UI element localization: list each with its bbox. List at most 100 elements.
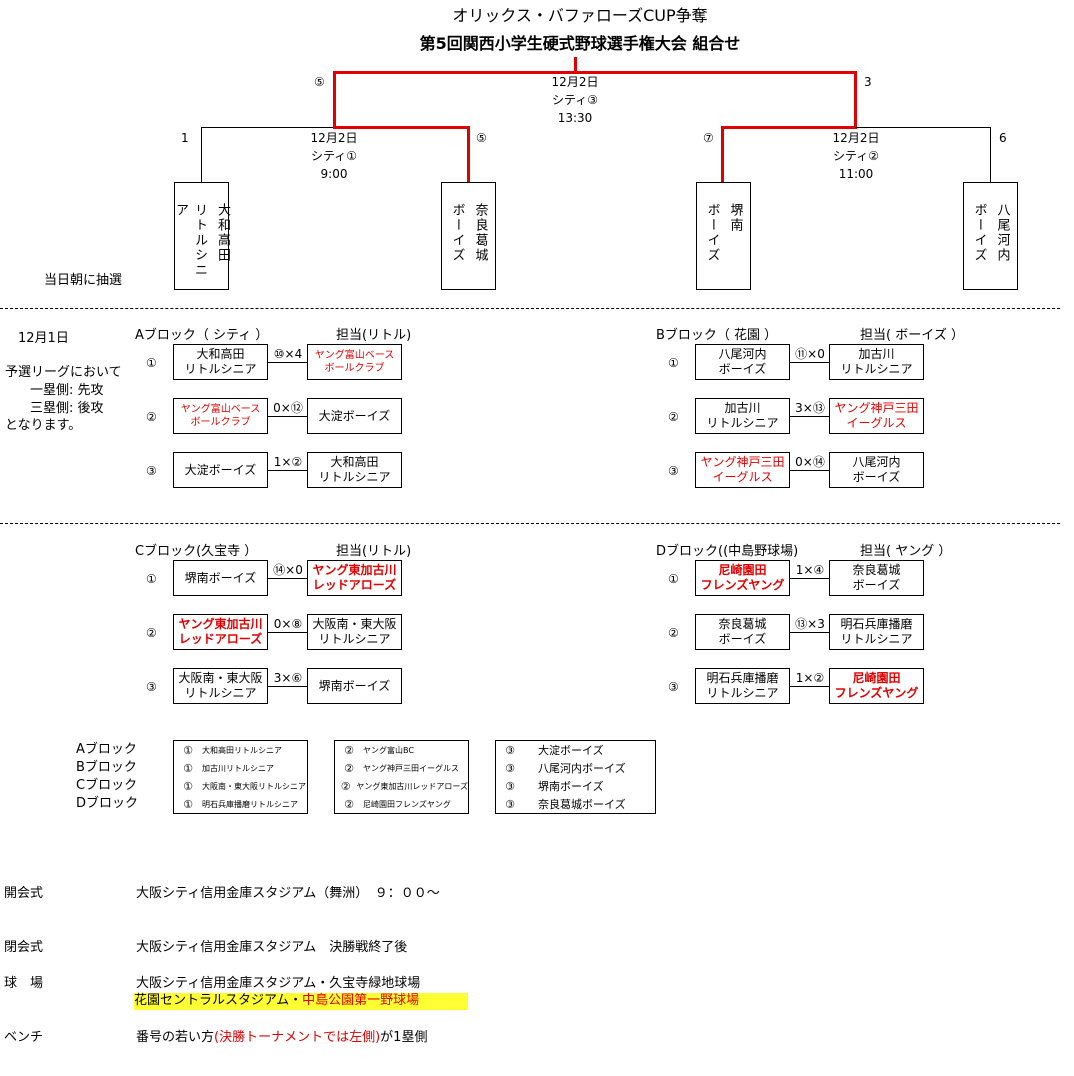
score-line [268, 686, 308, 687]
bracket-team-1: 大和高田 リトルシニア [173, 182, 230, 290]
team-line1: ヤング富山ベース [314, 350, 395, 361]
summary-row: ② 尼崎園田フレンズヤング [335, 795, 468, 813]
block-a-duty: 担当(リトル) [336, 328, 412, 343]
semi-right-date: 12月2日 [832, 131, 880, 145]
team-line1: 明石兵庫播磨 [840, 617, 913, 631]
team-line1: 大和高田 [196, 347, 245, 361]
semi-right-venue: シティ② [832, 149, 880, 163]
block-a-game3-score: 1×② [273, 455, 303, 469]
block-b-duty: 担当( ボーイズ ） [860, 328, 964, 343]
block-b-game3-left: ヤング神戸三田イーグルス [695, 452, 790, 488]
block-d-game1-left: 尼崎園田フレンズヤング [695, 560, 790, 596]
team-line2: イーグルス [846, 416, 907, 430]
row-team: 堺南ボーイズ [538, 780, 604, 793]
block-b-game1-num: ① [668, 356, 679, 370]
summary-label-b: Bブロック [76, 760, 137, 775]
block-a-game1-right: ヤング富山ベースボールクラブ [307, 344, 402, 380]
block-b-game1-left: 八尾河内ボーイズ [695, 344, 790, 380]
row-num: ③ [505, 779, 515, 793]
team-line2: リトルシニア [318, 632, 391, 646]
block-d-game2-score: ⑬×3 [795, 617, 825, 631]
score-line [268, 416, 308, 417]
bracket-team-1-col1: 大和高田 [215, 203, 230, 263]
row-team: 明石兵庫播磨リトルシニア [202, 799, 298, 809]
row-num: ② [344, 797, 354, 811]
block-d-game3-score: 1×② [795, 671, 825, 685]
team-line1: 堺南ボーイズ [184, 570, 257, 585]
row-num: ① [183, 743, 193, 757]
block-d-duty: 担当( ヤング ） [860, 544, 952, 559]
block-d-game2-right: 明石兵庫播磨リトルシニア [829, 614, 924, 650]
team-line1: ヤング東加古川 [312, 563, 397, 577]
row-team: ヤング東加古川レッドアローズ [356, 781, 468, 791]
block-c-game1-num: ① [146, 572, 157, 586]
block-a-game1-left: 大和高田リトルシニア [173, 344, 268, 380]
block-b-game2-left: 加古川リトルシニア [695, 398, 790, 434]
block-a-game1-score: ⑩×4 [273, 347, 303, 361]
summary-row: ① 明石兵庫播磨リトルシニア [174, 795, 307, 813]
block-b-game1-right: 加古川リトルシニア [829, 344, 924, 380]
row-team: 大淀ボーイズ [538, 744, 604, 757]
score-line [790, 578, 830, 579]
block-c-game1-score: ⑭×0 [273, 563, 303, 577]
block-d-game2-num: ② [668, 626, 679, 640]
bracket-team-3-col1: 堺南 [727, 203, 743, 233]
team-line2: ボーイズ [852, 578, 901, 592]
bench-label: ベンチ [4, 1030, 44, 1045]
semi-right-drop-r [990, 127, 991, 182]
block-c-game2-score: 0×⑧ [273, 617, 303, 631]
bench-value: 番号の若い方(決勝トーナメントでは左側)が1塁側 [136, 1030, 427, 1046]
closing-label: 閉会式 [4, 940, 44, 955]
bench-value-c: が1塁側 [380, 1030, 428, 1045]
block-a-game2-left: ヤング富山ベースボールクラブ [173, 398, 268, 434]
team-line2: ボーイズ [718, 632, 767, 646]
block-c-game2-right: 大阪南・東大阪リトルシニア [307, 614, 402, 650]
block-b-game3-right: 八尾河内ボーイズ [829, 452, 924, 488]
team-line1: 大淀ボーイズ [184, 462, 257, 477]
score-line [268, 362, 308, 363]
block-a-game2-num: ② [146, 410, 157, 424]
row-num: ③ [505, 743, 515, 757]
team-line2: レッドアローズ [178, 632, 263, 646]
semi-left-drop-r [467, 126, 470, 182]
block-d-game1-score: 1×④ [795, 563, 825, 577]
separator-1 [0, 308, 1060, 309]
block-b-game3-score: 0×⑭ [795, 455, 825, 469]
team-line2: フレンズヤング [700, 578, 785, 592]
block-c-game3-num: ③ [146, 680, 157, 694]
row-team: 大和高田リトルシニア [202, 745, 282, 755]
semi-left-date: 12月2日 [310, 131, 358, 145]
row-team: 尼崎園田フレンズヤング [363, 799, 451, 809]
score-line [790, 362, 830, 363]
team-line2: ボーイズ [852, 470, 901, 484]
block-c-game1-left: 堺南ボーイズ [173, 560, 268, 596]
bracket-team-2: 奈良葛城 ボーイズ [441, 182, 496, 290]
block-c-duty: 担当(リトル) [336, 544, 412, 559]
field-value2b: 中島公園第一野球場 [302, 993, 420, 1008]
block-c-game3-right: 堺南ボーイズ [307, 668, 402, 704]
row-team: 加古川リトルシニア [202, 763, 274, 773]
row-team: ヤング富山BC [363, 745, 414, 755]
row-num: ① [183, 797, 193, 811]
bracket-team-3-col2: ボーイズ [704, 203, 720, 263]
bracket-team-4-col2: ボーイズ [971, 203, 987, 263]
title-line2: 第5回関西小学生硬式野球選手権大会 組合せ [419, 34, 741, 53]
bracket-team-1-col2: リトルシニア [173, 203, 207, 278]
block-d-game1-right: 奈良葛城ボーイズ [829, 560, 924, 596]
team-line1: ヤング神戸三田 [700, 455, 785, 469]
block-d-game3-num: ③ [668, 680, 679, 694]
team-line1: 大淀ボーイズ [318, 408, 391, 423]
team-line2: レッドアローズ [312, 578, 397, 592]
team-line1: 尼崎園田 [852, 671, 901, 685]
final-top-line [574, 57, 577, 73]
row-team: ヤング神戸三田イーグルス [363, 763, 459, 773]
block-c-game3-left: 大阪南・東大阪リトルシニア [173, 668, 268, 704]
field-label: 球 場 [4, 976, 44, 991]
team-line1: 奈良葛城 [852, 563, 901, 577]
